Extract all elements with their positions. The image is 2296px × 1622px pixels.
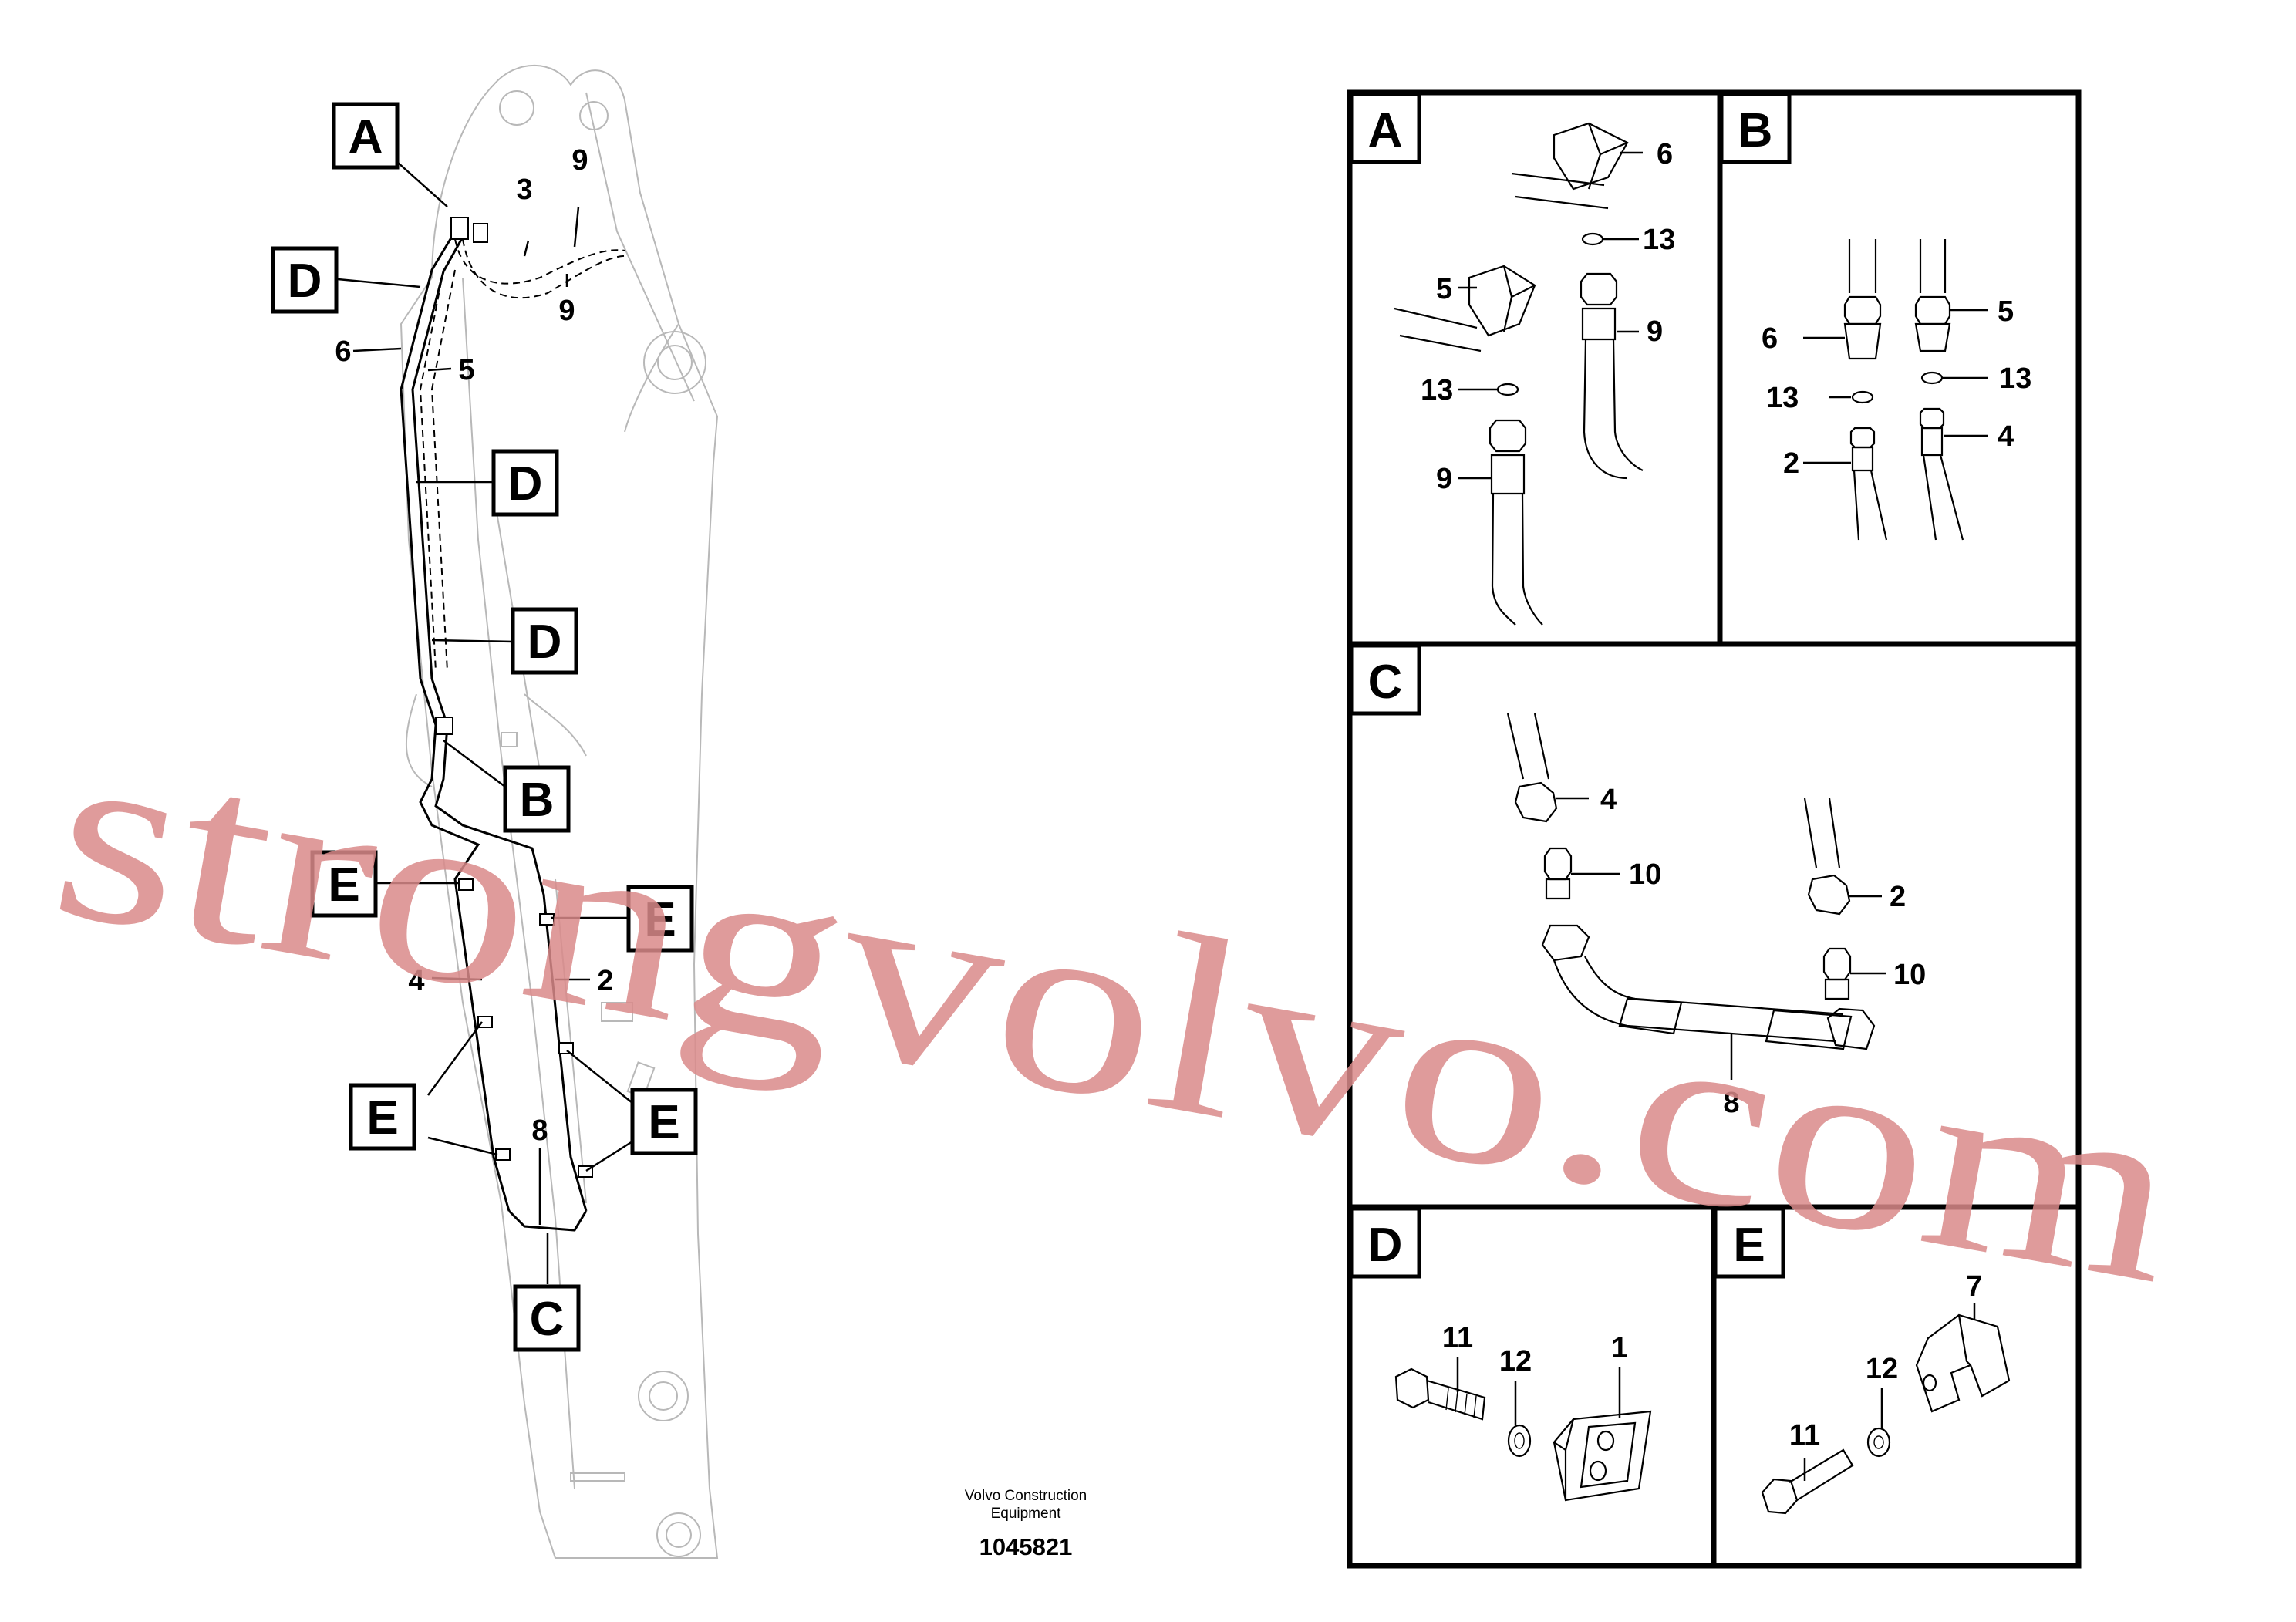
panel-B-callout-4: 4 [1998, 420, 2014, 453]
callout-3: 3 [516, 174, 532, 206]
panel-B-callout-6: 6 [1762, 322, 1778, 355]
panel-E-letter: E [1733, 1219, 1765, 1272]
company-name: Volvo Construction Equipment [918, 1487, 1134, 1523]
panel-A-callout-9: 9 [1647, 315, 1663, 348]
callout-4: 4 [408, 965, 424, 997]
panel-A: A 6 13 [1349, 92, 1675, 626]
box-label-D-2: D [491, 449, 559, 517]
box-label-A: A [332, 102, 400, 170]
callout-9-upper: 9 [571, 144, 588, 177]
panel-A-callout-9b: 9 [1436, 463, 1452, 495]
panel-E-callout-11: 11 [1789, 1419, 1820, 1452]
panel-A-letter: A [1368, 104, 1403, 157]
box-label-E-1: E [310, 850, 378, 918]
box-label-E-4-text: E [648, 1096, 679, 1149]
panel-A-callout-13b: 13 [1421, 374, 1453, 406]
box-label-D-1-text: D [288, 255, 322, 308]
box-label-B: B [503, 765, 571, 833]
hose-lines [400, 217, 629, 1232]
callout-9-lower: 9 [558, 295, 575, 327]
panel-C-callout-10b: 10 [1893, 959, 1926, 991]
box-label-E-1-text: E [328, 858, 359, 912]
box-label-E-2-text: E [644, 893, 676, 946]
callout-8: 8 [531, 1114, 548, 1147]
boom-outline [400, 64, 719, 1559]
box-label-E-3: E [349, 1083, 416, 1151]
panel-C-letter: C [1368, 656, 1403, 709]
callout-5: 5 [458, 354, 474, 386]
box-label-E-2: E [626, 885, 694, 953]
company-name-line2: Equipment [990, 1506, 1061, 1522]
panel-A-callout-5: 5 [1436, 273, 1452, 305]
document-number: 1045821 [979, 1533, 1073, 1560]
callout-6: 6 [335, 336, 351, 368]
panel-B-callout-2: 2 [1783, 447, 1799, 480]
panel-B: B 6 5 13 13 [1719, 92, 2031, 541]
panel-A-callout-6: 6 [1657, 138, 1673, 170]
panel-D-callout-12: 12 [1499, 1345, 1532, 1378]
panel-D-callout-11: 11 [1442, 1322, 1473, 1354]
box-label-E-4: E [630, 1088, 698, 1155]
panel-D-callout-1: 1 [1611, 1332, 1627, 1364]
box-label-C: C [513, 1284, 581, 1352]
box-label-D-2-text: D [508, 457, 543, 511]
panel-B-callout-13: 13 [1766, 382, 1799, 414]
panel-D-letter: D [1368, 1219, 1403, 1272]
panel-E: E 7 12 11 [1713, 1206, 2011, 1515]
box-label-A-text: A [349, 110, 383, 164]
box-label-B-text: B [520, 774, 555, 827]
boom-view: A D D D B E E E [271, 64, 719, 1559]
panel-D: D 11 12 1 [1349, 1206, 1652, 1502]
box-label-D-1: D [271, 246, 339, 314]
box-label-D-3-text: D [528, 615, 562, 669]
panel-B-callout-5: 5 [1998, 295, 2014, 328]
company-name-line1: Volvo Construction [964, 1488, 1087, 1504]
panel-C-callout-10: 10 [1629, 858, 1661, 891]
box-label-D-3: D [511, 607, 578, 675]
panel-C-callout-8: 8 [1723, 1087, 1739, 1119]
panel-A-callout-13: 13 [1643, 224, 1675, 256]
panel-B-letter: B [1738, 104, 1773, 157]
panel-C: C 4 10 2 10 [1349, 643, 1926, 1119]
detail-panels: A 6 13 [1347, 89, 2082, 1569]
callout-2: 2 [597, 965, 613, 997]
box-label-C-text: C [530, 1293, 565, 1346]
panel-C-callout-4: 4 [1600, 784, 1617, 816]
box-label-E-3-text: E [366, 1091, 398, 1145]
panel-E-callout-12: 12 [1866, 1353, 1898, 1385]
panel-E-callout-7: 7 [1966, 1270, 1982, 1303]
leader-lines [337, 161, 633, 1284]
panel-B-callout-13b: 13 [1999, 363, 2031, 395]
panel-C-callout-2: 2 [1890, 881, 1906, 913]
